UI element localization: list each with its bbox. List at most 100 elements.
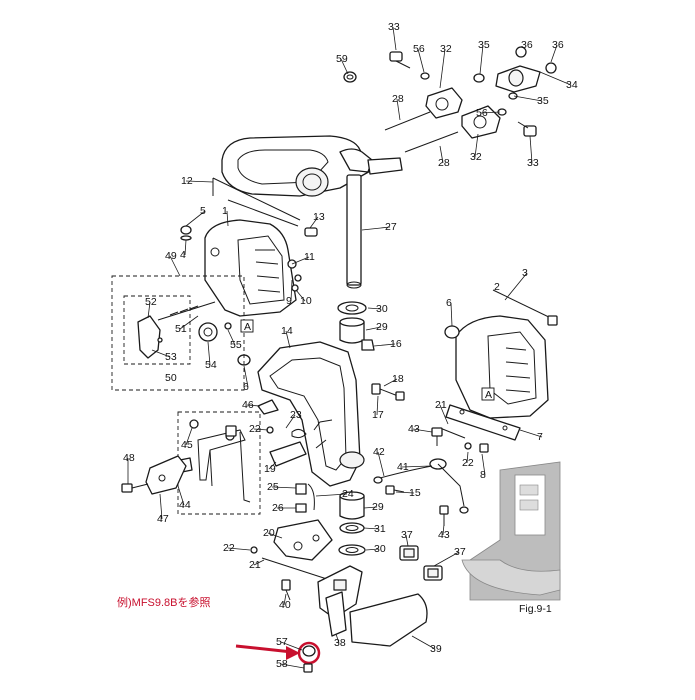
leader-line (184, 239, 187, 256)
part-label: 36 (552, 39, 564, 51)
shallow-water-lever (281, 565, 428, 647)
leader-line (411, 635, 436, 650)
part-label: 17 (372, 409, 384, 421)
plate-7 (439, 404, 521, 453)
part-label: 21 (249, 559, 261, 571)
small-hardware-top (343, 46, 557, 137)
leader-line (147, 301, 151, 319)
leader-line (290, 279, 293, 302)
section-marker-box (481, 387, 495, 401)
bushings-lower (338, 491, 366, 556)
part-label: 4 (180, 249, 186, 261)
part-label: 29 (376, 321, 388, 333)
leader-line (363, 527, 380, 530)
leader-line (253, 428, 269, 431)
part-label: 18 (392, 373, 404, 385)
part-label: 23 (290, 409, 302, 421)
leader-line (433, 551, 460, 567)
clamp-bracket-right (444, 289, 558, 419)
part-label: 33 (388, 21, 400, 33)
part-label: 34 (566, 79, 578, 91)
leader-line (480, 111, 501, 114)
lower-rod (250, 546, 331, 581)
leader-line (177, 485, 185, 506)
leader-line (365, 548, 380, 551)
swivel-bracket (257, 341, 365, 487)
leader-line (373, 343, 396, 347)
part-label: 27 (385, 221, 397, 233)
leader-line (439, 48, 446, 89)
part-label: 37 (401, 529, 413, 541)
leader-line (185, 427, 193, 446)
clamp-bracket-left (204, 219, 297, 317)
part-label: 32 (440, 43, 452, 55)
reference-note: 例)MFS9.8Bを参照 (117, 595, 211, 609)
leader-line (280, 663, 305, 669)
part-label: 28 (392, 93, 404, 105)
part-label: 8 (480, 469, 486, 481)
part-label: 31 (374, 523, 386, 535)
hardware-left (180, 225, 302, 366)
leader-line (529, 135, 533, 164)
leader-line (395, 491, 415, 494)
leader-line (474, 133, 479, 158)
leader-line (539, 71, 572, 86)
part-label: 5 (200, 205, 206, 217)
part-label: 56 (413, 43, 425, 55)
part-label: 29 (372, 501, 384, 513)
part-label: 59 (336, 53, 348, 65)
leader-line (291, 256, 310, 265)
part-label: 37 (454, 546, 466, 558)
section-marker: A (244, 321, 251, 333)
part-label: 35 (537, 95, 549, 107)
tilt-lever (212, 177, 318, 237)
steering-shaft (346, 174, 362, 289)
part-label: 13 (313, 211, 325, 223)
leader-line (179, 315, 199, 330)
bracket-47 (121, 455, 187, 495)
leader-line (227, 329, 236, 346)
leader-line (207, 341, 211, 366)
part-label: 9 (286, 295, 292, 307)
leader-line (253, 559, 265, 566)
leader-line (315, 493, 348, 497)
part-label: 6 (243, 381, 249, 393)
section-marker: A (485, 389, 492, 401)
leader-line (271, 486, 297, 489)
leader-line (365, 326, 382, 331)
leader-line (405, 534, 409, 547)
steering-bracket (221, 135, 403, 197)
friction-blocks (425, 65, 541, 139)
part-label: 42 (373, 446, 385, 458)
leader-line (283, 593, 287, 606)
leader-line (412, 428, 433, 433)
lower-swivel-parts (273, 483, 333, 561)
leader-line (151, 349, 171, 358)
leader-line (169, 255, 181, 277)
part-label: 54 (205, 359, 217, 371)
thrust-pads (399, 545, 443, 581)
leader-line (450, 302, 453, 327)
leader-line (285, 414, 296, 429)
part-label: 1 (222, 205, 228, 217)
leader-line (363, 506, 378, 509)
leader-line (340, 58, 349, 75)
leader-line (519, 429, 543, 438)
part-label: 38 (334, 637, 346, 649)
part-label: 55 (230, 339, 242, 351)
leader-line (226, 210, 229, 227)
part-label: 40 (279, 599, 291, 611)
part-label: 14 (281, 325, 293, 337)
leader-line (513, 95, 543, 102)
section-marker-box (240, 319, 254, 333)
leader-line (285, 330, 291, 349)
part-label: 21 (435, 399, 447, 411)
leader-line (417, 48, 425, 73)
leader-line (396, 98, 401, 121)
leader-line (185, 180, 214, 183)
lower-unit-silhouette (461, 461, 561, 601)
part-label: 15 (409, 487, 421, 499)
leader-line (268, 461, 277, 470)
part-label: 36 (521, 39, 533, 51)
part-label: 43 (438, 529, 450, 541)
